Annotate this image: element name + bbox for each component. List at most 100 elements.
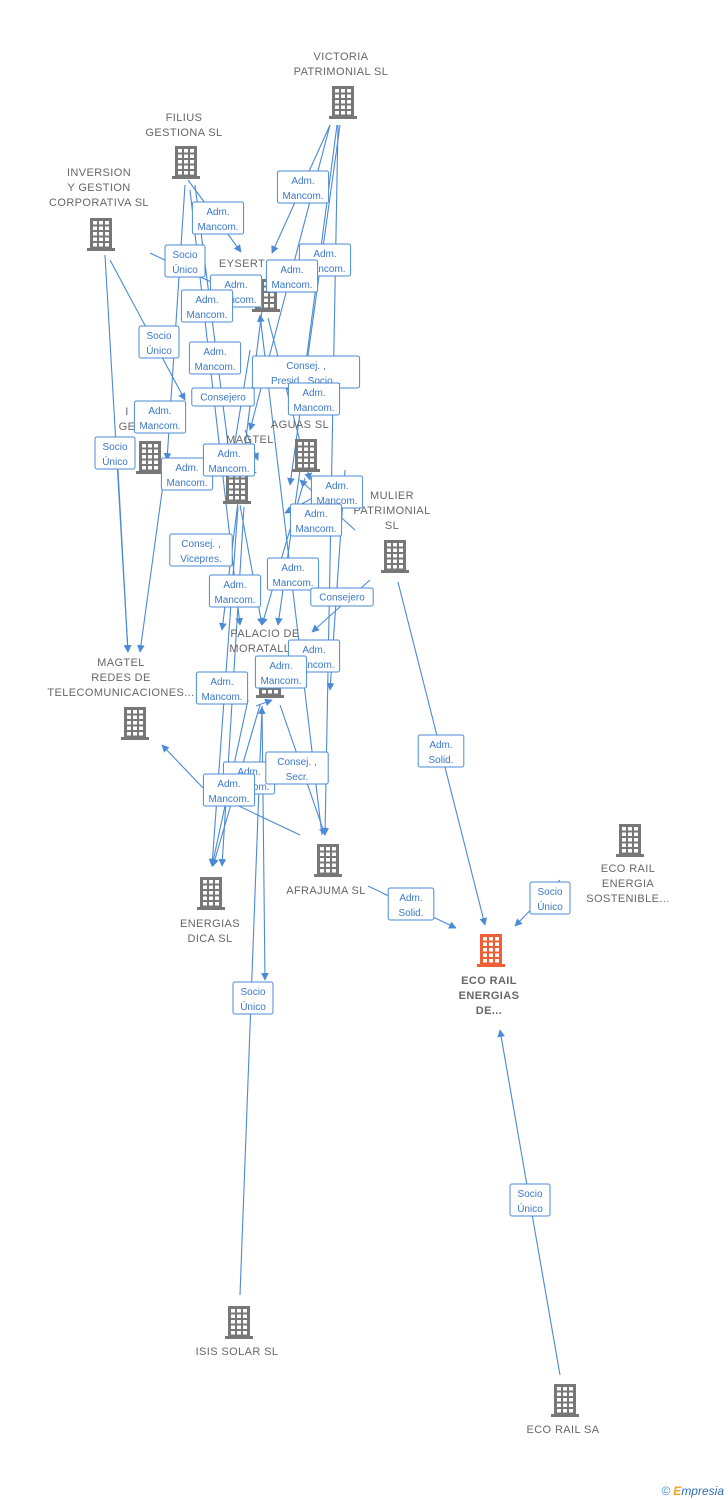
relation-text: Adm. (195, 295, 218, 306)
relation-label[interactable]: Adm. Mancom. (180, 289, 234, 323)
relation-text: Socio (537, 887, 562, 898)
building-icon (381, 540, 409, 573)
company-node-g-left[interactable]: IGE (119, 406, 164, 474)
relation-label[interactable]: Adm.Mancom. (208, 574, 262, 608)
relation-label[interactable]: Adm. Mancom. (254, 655, 308, 689)
relationship-edge (287, 124, 341, 486)
relation-text: Mancom. (304, 264, 345, 275)
relation-text: Mancom. (215, 295, 256, 306)
company-name-line: PATRIMONIAL (353, 505, 430, 517)
building-icon (172, 146, 200, 179)
relation-label[interactable]: Adm.Mancom. (310, 475, 364, 509)
company-name-line: MAGTEL (97, 657, 145, 669)
relation-text: Adm. (206, 207, 229, 218)
company-name-line: EYSERT (219, 258, 265, 270)
company-node-afrajuma[interactable]: AFRAJUMA SL (286, 844, 366, 897)
company-name-line: MAGTEL (226, 434, 274, 446)
relation-label[interactable]: Adm.Mancom. (133, 400, 187, 434)
relation-label[interactable]: Adm.Mancom. (266, 557, 320, 591)
relation-label[interactable]: Adm.Mancom. (191, 201, 245, 235)
relation-label[interactable]: Adm.Mancom. (265, 259, 319, 293)
building-icon (121, 707, 149, 740)
relation-label[interactable]: Consejero (310, 587, 374, 607)
relation-text: Mancom. (186, 310, 227, 321)
company-node-isis[interactable]: ISIS SOLAR SL (196, 1306, 279, 1358)
relation-text: Adm. (313, 249, 336, 260)
relation-label[interactable]: Consej. ,Vicepres. (169, 533, 233, 567)
company-name-line: ENERGIA (602, 878, 655, 890)
company-name-line: Y GESTION (67, 182, 130, 194)
relation-text: Adm. (237, 767, 260, 778)
company-name-line: SL (385, 520, 399, 532)
relation-label[interactable]: Consej. ,Secr. (265, 751, 329, 785)
company-name-line: CORPORATIVA SL (49, 197, 149, 209)
relation-label[interactable]: Adm.Mancom. (202, 443, 256, 477)
relation-label[interactable]: Adm.Mancom. (188, 341, 242, 375)
company-name-line: AGUAS SL (271, 419, 329, 431)
relation-label[interactable]: Adm.Mancom. (287, 382, 341, 416)
company-node-eco-rail-focus[interactable]: ECO RAILENERGIASDE... (459, 934, 520, 1017)
relation-text: Mancom. (260, 676, 301, 687)
brand-initial: E (673, 1484, 682, 1498)
relation-text: Adm. (223, 580, 246, 591)
footer-credit[interactable]: ©Empresia (661, 1484, 724, 1498)
relation-text: Único (537, 900, 563, 913)
company-name-line: AFRAJUMA SL (286, 885, 366, 897)
relation-text: Consej. , (286, 361, 325, 372)
company-name-line: MULIER (370, 490, 414, 502)
company-node-mulier[interactable]: MULIER PATRIMONIAL SL (353, 490, 430, 573)
company-name-line: ECO RAIL (461, 975, 517, 987)
relationship-edge (275, 469, 301, 626)
brand-name: mpresia (681, 1484, 724, 1498)
relation-label[interactable]: Adm.Solid. (387, 887, 435, 921)
relation-text: Mancom. (208, 794, 249, 805)
relation-text: Adm. (429, 740, 452, 751)
relation-text: Adm. (325, 481, 348, 492)
relation-text: Consejero (200, 393, 246, 404)
relation-label[interactable]: Consejero (191, 387, 255, 407)
relation-text: Vicepres. (180, 554, 222, 565)
relation-label[interactable]: Adm.Mancom. (289, 503, 343, 537)
relation-label[interactable]: Consej. ,Presid., Socio... (251, 355, 361, 389)
building-icon (225, 1306, 253, 1339)
company-name-line: ECO RAIL SA (526, 1424, 599, 1436)
company-node-eco-rail-energia[interactable]: ECO RAILENERGIASOSTENIBLE... (586, 824, 669, 905)
building-icon (551, 1384, 579, 1417)
relationship-edge (261, 705, 269, 981)
company-name-line: PATRIMONIAL SL (294, 66, 389, 78)
relation-label[interactable]: Adm. Mancom. (202, 773, 256, 807)
relation-text: Adm. (269, 661, 292, 672)
company-name-line: FILIUS (166, 112, 203, 124)
relation-label[interactable]: Adm.Mancom. (195, 671, 249, 705)
relation-text: Adm. (399, 893, 422, 904)
relation-text: Adm. (217, 779, 240, 790)
copyright-symbol: © (661, 1484, 671, 1498)
building-icon (197, 877, 225, 910)
relation-text: Único (102, 455, 128, 468)
relation-text: Socio (146, 331, 171, 342)
relation-label[interactable]: Adm.Mancom. (276, 170, 330, 204)
relation-label-layer: Adm.Mancom.Adm.Mancom.Adm.Mancom.SocioÚn… (94, 170, 571, 1217)
relation-text: Mancom. (271, 280, 312, 291)
building-icon (329, 86, 357, 119)
company-name-line: SOSTENIBLE... (586, 893, 669, 905)
company-node-aguas[interactable]: MAGUAS SL (271, 404, 329, 472)
building-icon (292, 439, 320, 472)
company-node-eco-rail-sa[interactable]: ECO RAIL SA (526, 1384, 599, 1436)
relation-text: Único (517, 1202, 543, 1215)
relation-label[interactable]: Adm.Solid. (417, 734, 465, 768)
relation-text: Adm. (302, 388, 325, 399)
